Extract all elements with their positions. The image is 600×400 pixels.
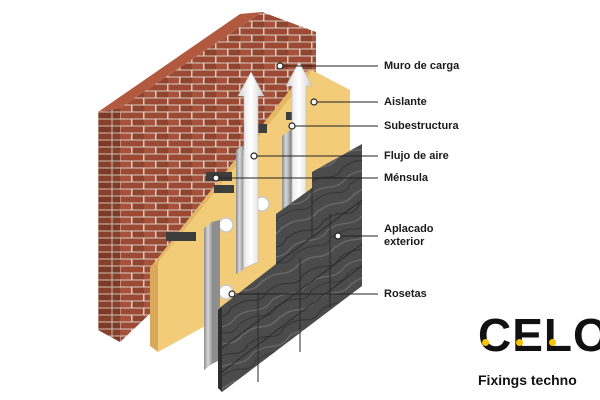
rail-1 (204, 222, 212, 370)
label-aplacado-exterior: Aplacado exterior (384, 223, 434, 248)
insulation-top (150, 70, 312, 268)
wall-side-face (98, 108, 120, 342)
label-rosetas: Rosetas (384, 288, 427, 300)
brand-logo: CELO (478, 309, 600, 361)
cladding-front (222, 144, 362, 392)
leader-dot-rosetas (228, 290, 236, 298)
airflow-arrows (237, 61, 313, 269)
label-muro-de-carga: Muro de carga (384, 60, 460, 72)
cladding-edge (218, 306, 222, 392)
insulation-side (150, 262, 158, 352)
rail-3 (236, 146, 243, 274)
label-subestructura: Subestructura (384, 120, 459, 132)
leader-dots (212, 62, 342, 298)
label-flujo-de-aire: Flujo de aire (384, 150, 449, 162)
leader-lines (216, 65, 378, 295)
wall-top-face (98, 12, 262, 112)
brand-tagline: Fixings techno (478, 372, 577, 388)
airflow-arrow-1 (237, 71, 265, 269)
label-aislante: Aislante (384, 96, 427, 108)
leader-dot-muro (276, 62, 284, 70)
cladding-joints (221, 188, 363, 382)
rail-2 (282, 130, 290, 218)
airflow-arrow-2 (285, 61, 313, 206)
rosette-1 (218, 217, 234, 233)
leader-dot-aplacado (334, 232, 342, 240)
logo-dot-3 (549, 339, 556, 346)
label-mensula: Ménsula (384, 172, 429, 184)
logo-dot-1 (482, 339, 489, 346)
bracket-1 (166, 232, 196, 241)
leader-dot-flujo (250, 152, 258, 160)
leader-dot-aislante (310, 98, 318, 106)
logo-dot-2 (516, 339, 523, 346)
bracket-5 (214, 185, 234, 193)
leader-dot-subestructura (288, 122, 296, 130)
exterior-cladding (218, 144, 363, 392)
leader-dot-mensula (212, 174, 220, 182)
